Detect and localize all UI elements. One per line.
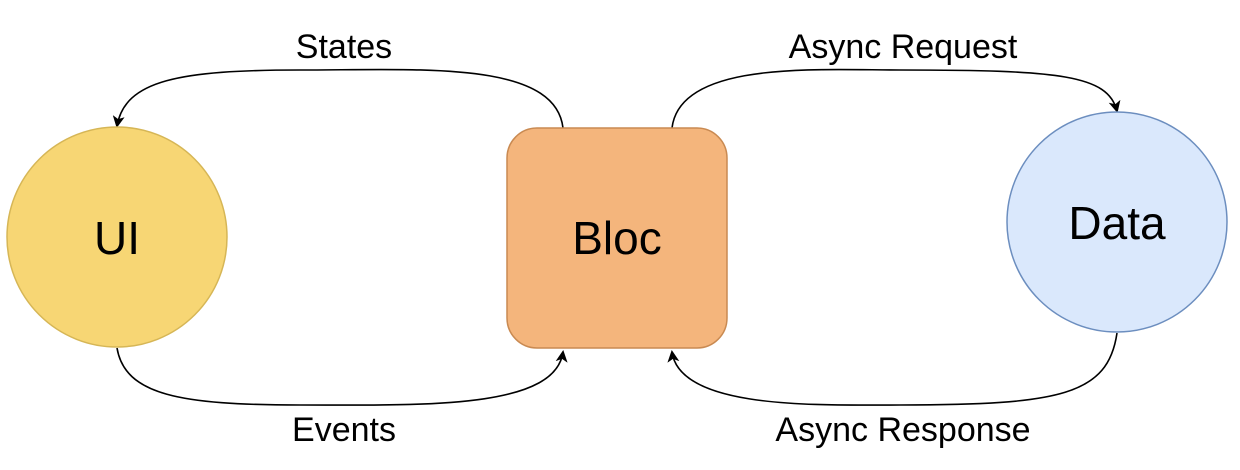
bloc-node: Bloc [506, 127, 728, 349]
states-label: States [296, 28, 392, 66]
async-request-arrow [671, 68, 1121, 129]
data-node-label: Data [1068, 197, 1166, 249]
async-response-arrow [667, 332, 1118, 406]
async-request-label: Async Request [789, 28, 1018, 66]
bloc-node-shape [506, 127, 728, 349]
async-response-label: Async Response [775, 411, 1030, 449]
ui-node-label: UI [94, 212, 140, 264]
data-node: Data [1006, 111, 1228, 333]
events-label: Events [292, 411, 396, 449]
events-arrow [116, 347, 568, 406]
ui-node: UI [6, 126, 228, 348]
ui-node-shape [6, 126, 228, 348]
states-arrow [112, 68, 564, 129]
bloc-node-label: Bloc [572, 212, 661, 264]
data-node-shape [1006, 111, 1228, 333]
